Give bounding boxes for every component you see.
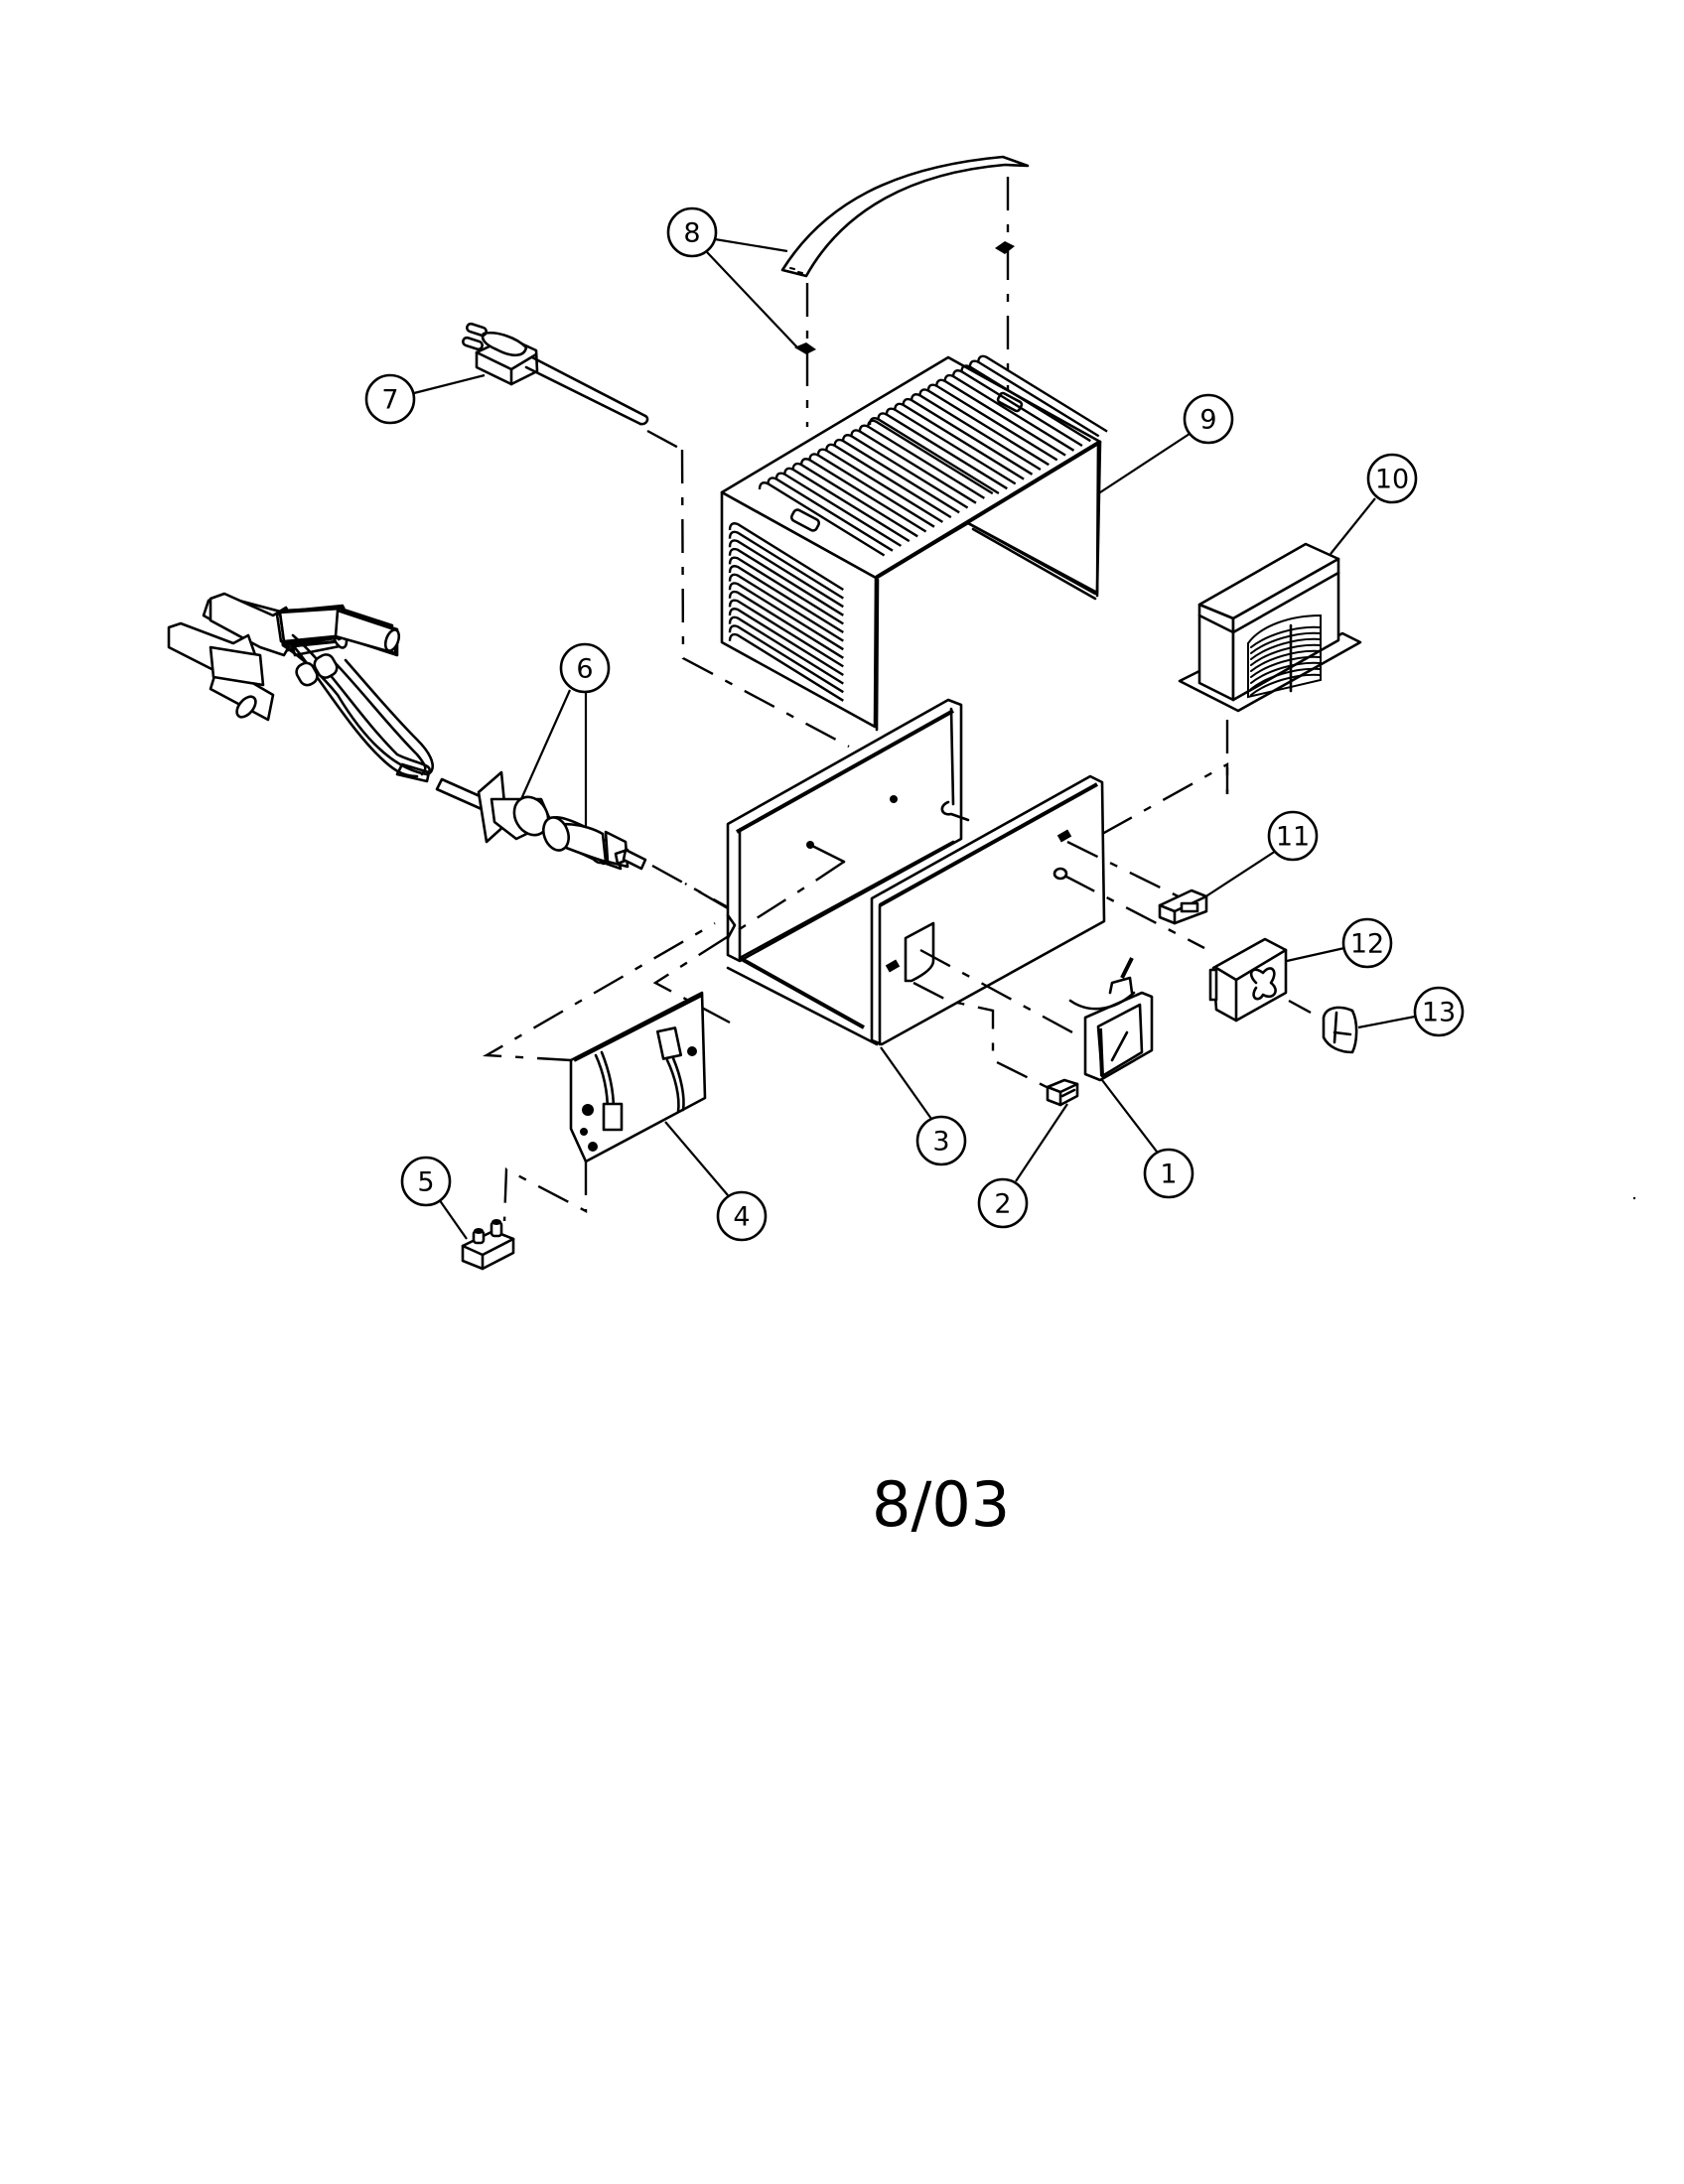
power-cord-routing-dashline bbox=[680, 449, 850, 749]
coil-winding bbox=[1250, 643, 1322, 666]
timer-part bbox=[1208, 937, 1312, 1023]
chassis-base-part bbox=[652, 698, 1205, 1092]
callout-9-label: 9 bbox=[1199, 405, 1216, 436]
battery-clamps-part bbox=[167, 592, 434, 783]
callout-5: 5 bbox=[400, 1156, 452, 1207]
power-cord-part bbox=[461, 322, 850, 749]
switch-part bbox=[1046, 1078, 1079, 1107]
vent-slot bbox=[728, 615, 844, 685]
callout-10: 10 bbox=[1366, 453, 1418, 504]
vent-slot bbox=[728, 632, 844, 702]
callout-11: 11 bbox=[1267, 810, 1319, 862]
callout-8-label: 8 bbox=[683, 218, 700, 249]
circuit-board-part bbox=[482, 921, 716, 1222]
cover-vents-top-front bbox=[758, 419, 994, 557]
vent-slot bbox=[728, 582, 844, 651]
meter-part bbox=[1068, 957, 1154, 1082]
vent-slot bbox=[728, 599, 844, 668]
callout-6: 6 bbox=[559, 642, 611, 694]
knob-part bbox=[1322, 1006, 1358, 1054]
callout-13-label: 13 bbox=[1422, 998, 1456, 1028]
vent-slot bbox=[728, 565, 844, 634]
cover-vents-top-back bbox=[868, 354, 1108, 495]
leader-lines bbox=[413, 237, 1416, 1240]
coil-winding bbox=[1250, 631, 1322, 654]
coil-winding bbox=[1250, 655, 1322, 678]
callout-1-label: 1 bbox=[1160, 1160, 1177, 1190]
callout-2: 2 bbox=[977, 1177, 1029, 1229]
callout-10-label: 10 bbox=[1375, 465, 1409, 495]
vent-slot bbox=[728, 573, 844, 642]
coil-winding bbox=[1250, 649, 1322, 672]
circuit-breaker-part bbox=[461, 1219, 515, 1271]
callout-9: 9 bbox=[1183, 393, 1234, 445]
callout-6-label: 6 bbox=[576, 654, 593, 685]
coil-winding bbox=[1250, 625, 1322, 648]
date-code: 8/03 bbox=[872, 1468, 1010, 1541]
callout-4: 4 bbox=[716, 1190, 768, 1242]
clip-right bbox=[995, 241, 1015, 254]
callout-3-label: 3 bbox=[932, 1127, 949, 1158]
callout-13: 13 bbox=[1413, 986, 1465, 1037]
selector-switch-part bbox=[1158, 888, 1208, 925]
vent-slot bbox=[977, 354, 1108, 433]
vent-slot bbox=[728, 522, 844, 592]
coil-winding bbox=[1250, 637, 1322, 660]
handle-part bbox=[780, 155, 1030, 427]
vent-slot bbox=[728, 539, 844, 609]
callout-12-label: 12 bbox=[1350, 929, 1384, 960]
clip-left bbox=[794, 342, 816, 354]
callout-2-label: 2 bbox=[994, 1189, 1011, 1220]
vent-slot bbox=[728, 590, 844, 659]
callout-3: 3 bbox=[915, 1115, 967, 1166]
coil-winding bbox=[1250, 667, 1322, 690]
callout-7-label: 7 bbox=[381, 385, 398, 416]
vent-slot bbox=[728, 556, 844, 625]
vent-slot bbox=[728, 624, 844, 694]
vent-slot bbox=[728, 547, 844, 616]
stray-dot bbox=[1632, 1196, 1636, 1200]
callout-11-label: 11 bbox=[1276, 822, 1310, 853]
cover-vents-front bbox=[728, 522, 844, 702]
callout-5-label: 5 bbox=[417, 1167, 434, 1198]
transformer-coil bbox=[1247, 614, 1322, 699]
cabinet-cover-part bbox=[720, 354, 1108, 732]
callout-4-label: 4 bbox=[733, 1202, 750, 1233]
callout-1: 1 bbox=[1143, 1148, 1194, 1199]
coil-winding bbox=[1250, 661, 1322, 684]
callout-7: 7 bbox=[364, 373, 416, 425]
callout-8: 8 bbox=[666, 206, 718, 258]
callout-12: 12 bbox=[1341, 917, 1393, 969]
strain-relief-part bbox=[435, 770, 731, 910]
transformer-part bbox=[1101, 542, 1362, 836]
vent-slot bbox=[728, 530, 844, 600]
vent-slot bbox=[728, 608, 844, 677]
coil-winding bbox=[1250, 673, 1322, 696]
